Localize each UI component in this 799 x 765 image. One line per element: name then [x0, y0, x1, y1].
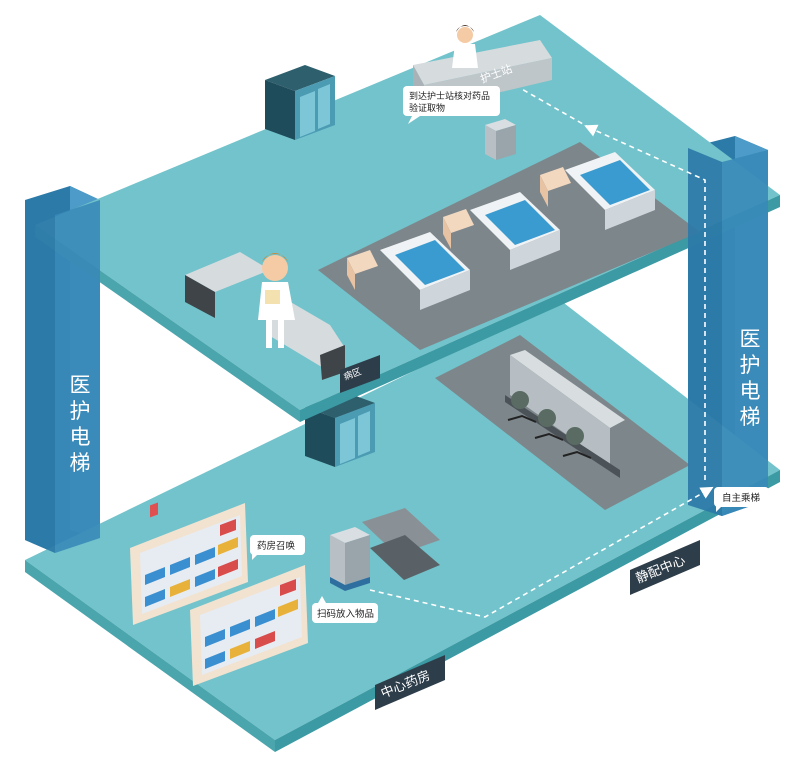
- route-path: [369, 87, 714, 618]
- callout-nurse-station-line1: 到达护士站核对药品: [409, 90, 490, 102]
- callout-self-ride: 自主乘梯: [714, 487, 769, 512]
- callout-pharmacy-call: 药房召唤: [250, 535, 305, 560]
- elevator-right-char-4: 梯: [740, 405, 761, 429]
- elevator-left-char-3: 电: [70, 425, 91, 449]
- delivery-robot-upper: [485, 119, 516, 160]
- delivery-robot-lower: [330, 527, 370, 591]
- elevator-right-label: 医 护 电 梯: [740, 327, 761, 429]
- hospital-bed-2: [443, 192, 560, 270]
- elevator-front-right: [688, 148, 768, 516]
- table: [362, 508, 440, 580]
- elevator-left-char-1: 医: [70, 373, 91, 397]
- ward-label: 病区: [340, 355, 380, 393]
- elevator-front-left: [25, 200, 100, 553]
- upper-floor: [35, 15, 780, 422]
- callout-nurse-station: 到达护士站核对药品 验证取物: [403, 86, 500, 124]
- elevator-left-label: 医 护 电 梯: [70, 373, 91, 475]
- elevator-left-char-4: 梯: [70, 451, 91, 475]
- elevator-right-char-1: 医: [740, 327, 761, 351]
- callout-scan: 扫码放入物品: [312, 596, 378, 623]
- pharmacy-shelf-2: [190, 565, 308, 686]
- callout-pharmacy-call-text: 药房召唤: [257, 540, 296, 552]
- pharmacy-shelf-1: [130, 502, 248, 625]
- hospital-bed-1: [347, 232, 470, 310]
- elevator-car-upper: [265, 65, 335, 140]
- hospital-bed-3: [540, 152, 655, 230]
- dispensing-workstation: [505, 350, 625, 478]
- nurse-figure-desk: [258, 253, 295, 348]
- callout-self-ride-text: 自主乘梯: [722, 492, 761, 504]
- elevator-right-char-2: 护: [740, 353, 761, 377]
- elevator-left-char-2: 护: [70, 399, 91, 423]
- callout-scan-text: 扫码放入物品: [317, 608, 374, 620]
- nurse-figure-station: [452, 25, 478, 68]
- callout-nurse-station-line2: 验证取物: [409, 102, 445, 114]
- elevator-right-char-3: 电: [740, 379, 761, 403]
